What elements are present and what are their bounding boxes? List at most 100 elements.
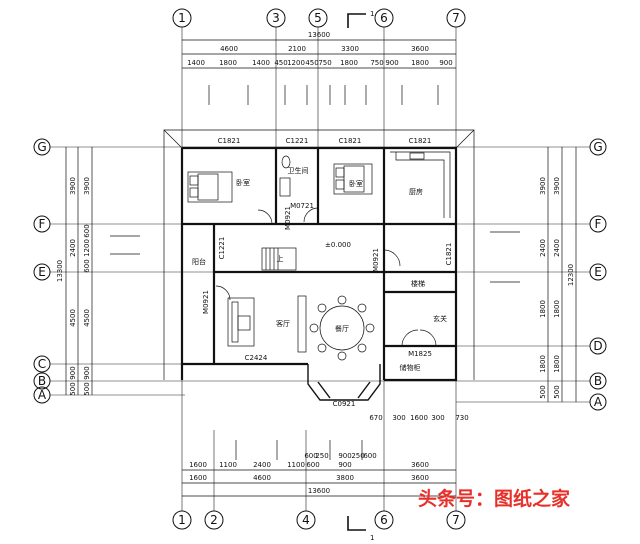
dim-bottom-r2-2: 3800: [336, 474, 354, 482]
dim-porch2-1: 300: [392, 414, 405, 422]
axis-label: 7: [452, 513, 460, 527]
axis-4-bottom: 4: [296, 510, 316, 530]
dim-bottom-r2-1: 4600: [253, 474, 271, 482]
axis-label: F: [595, 217, 602, 231]
axis-label: A: [594, 395, 603, 409]
dim-top-r3-2: 1400: [252, 59, 270, 67]
dim-porch-3: 250: [351, 452, 364, 460]
left-dimensions: [65, 147, 140, 395]
dim-top-r3-8: 750: [370, 59, 383, 67]
axis-label: 6: [380, 11, 388, 25]
dim-left-overall: 13300: [56, 260, 64, 282]
dim-left-c2-1: 2400: [69, 239, 77, 257]
axis-6-bottom: 6: [374, 510, 394, 530]
dim-porch-0: 600: [304, 452, 317, 460]
label-c2424: C2424: [245, 354, 268, 362]
stair-icon: [261, 247, 297, 271]
dim-right-c1-3: 1800: [539, 355, 547, 373]
axis-label: 1: [178, 513, 186, 527]
dim-porch-4: 600: [363, 452, 376, 460]
dim-top-r3-10: 1800: [411, 59, 429, 67]
dim-bottom-r1-2: 2400: [253, 461, 271, 469]
axis-G-left: G: [33, 138, 51, 156]
dim-porch2-2: 1600: [410, 414, 428, 422]
watermark: 头条号：图纸之家: [418, 488, 571, 510]
axis-F-left: F: [33, 215, 51, 233]
label-c1821-b: C1821: [339, 137, 362, 145]
axis-label: 3: [272, 11, 280, 25]
label-m1825: M1825: [408, 350, 432, 358]
axis-label: 2: [210, 513, 218, 527]
section-label-top: 1: [370, 10, 374, 18]
dim-left-c2-0: 3900: [69, 177, 77, 195]
label-m0721: M0721: [290, 202, 314, 210]
right-dimensions: [490, 147, 577, 402]
door-swings: [215, 207, 437, 347]
axis-label: 1: [178, 11, 186, 25]
axis-label: 4: [302, 513, 310, 527]
axis-label: G: [37, 140, 46, 154]
axis-label: F: [39, 217, 46, 231]
dim-left-c1-4: 4500: [83, 309, 91, 327]
dim-right-overall: 12300: [567, 264, 575, 286]
dim-top-r3-9: 900: [385, 59, 398, 67]
interior-walls: [182, 148, 456, 380]
horizontal-grid-lines: [50, 146, 590, 403]
axis-label: 5: [314, 11, 322, 25]
room-bedroom-2: 卧室: [349, 179, 363, 188]
dim-top-r3-11: 900: [439, 59, 452, 67]
dim-top-r3-1: 1800: [219, 59, 237, 67]
room-entry: 玄关: [433, 314, 447, 323]
dim-left-c1-2: 1200: [83, 239, 91, 257]
axis-label: 6: [380, 513, 388, 527]
tv-cabinet: [297, 295, 307, 353]
axis-label: A: [38, 388, 47, 402]
dim-porch2-0: 670: [369, 414, 382, 422]
label-m0921-a: M0921: [284, 206, 292, 230]
axis-C-left: C: [33, 355, 51, 373]
bed-icon: [187, 171, 233, 203]
dim-right-c2-0: 3900: [553, 177, 561, 195]
room-kitchen: 厨房: [409, 187, 423, 196]
dim-bottom-r1-1: 1100: [219, 461, 237, 469]
dim-top-r3-7: 1800: [340, 59, 358, 67]
dim-top-r3-4: 1200: [287, 59, 305, 67]
dim-bottom-r1-3: 1100: [287, 461, 305, 469]
axis-E-right: E: [589, 263, 607, 281]
dim-right-c1-0: 3900: [539, 177, 547, 195]
room-stair: 楼梯: [411, 279, 425, 288]
bed-icon: [333, 163, 373, 195]
dim-right-c2-3: 1800: [553, 355, 561, 373]
label-m0921-b: M0921: [372, 248, 380, 272]
dim-right-c2-4: 500: [553, 385, 561, 398]
dim-right-c2-2: 1800: [553, 300, 561, 318]
dim-right-c1-1: 2400: [539, 239, 547, 257]
dim-left-c1-0: 3900: [83, 177, 91, 195]
label-c0921: C0921: [333, 400, 356, 408]
axis-label: D: [593, 339, 602, 353]
dim-top-r2-1: 2100: [288, 45, 306, 53]
dim-top-r3-6: 750: [318, 59, 331, 67]
axis-B-right: B: [589, 372, 607, 390]
axis-label: C: [38, 357, 46, 371]
dining-table-icon: [309, 295, 375, 361]
dim-left-c1-6: 500: [83, 382, 91, 395]
dim-top-r2-0: 4600: [220, 45, 238, 53]
roof-outline: [163, 129, 475, 380]
axis-label: E: [38, 265, 46, 279]
dim-porch-1: 250: [315, 452, 328, 460]
dim-bottom-r1-0: 1600: [189, 461, 207, 469]
dim-bottom-r1-4: 600: [306, 461, 319, 469]
section-label-bottom: 1: [370, 534, 374, 542]
dim-left-c2-2: 4500: [69, 309, 77, 327]
label-c1221: C1221: [286, 137, 309, 145]
stair-up-label: 上: [277, 254, 284, 263]
label-c1221-v: C1221: [218, 237, 226, 260]
dim-right-c1-2: 1800: [539, 300, 547, 318]
room-dining: 餐厅: [335, 324, 349, 333]
axis-G-right: G: [589, 138, 607, 156]
room-living: 客厅: [276, 319, 290, 328]
dim-right-c2-1: 2400: [553, 239, 561, 257]
vertical-grid-lines: [181, 27, 457, 511]
toilet-icon: [279, 155, 291, 197]
